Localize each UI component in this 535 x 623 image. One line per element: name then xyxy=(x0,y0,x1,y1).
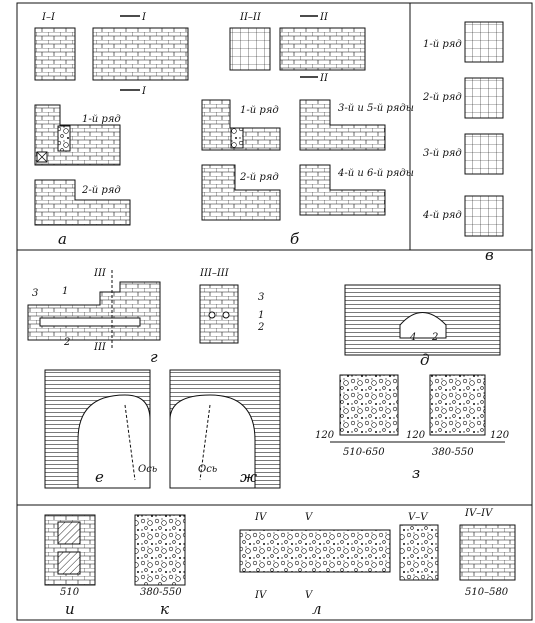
dim-z-120-mid: 120 xyxy=(406,430,426,441)
panel-v: 1-й ряд 2-й ряд 3-й ряд 4-й ряд в xyxy=(422,21,504,264)
panel-e: Ось е xyxy=(44,369,157,489)
arch-opening-e xyxy=(77,394,151,489)
plan-b-row2 xyxy=(201,164,281,221)
dim-z-120-left: 120 xyxy=(315,430,335,441)
panel-letter-d: д xyxy=(420,351,430,369)
panel-l: IV V IV V V–V IV–IV 510–580 л xyxy=(239,508,516,618)
cut-mark-a-top: I xyxy=(141,12,147,23)
axis-label-e: Ось xyxy=(138,464,157,475)
section-g-wall xyxy=(199,284,239,344)
panel-letter-zh: ж xyxy=(240,468,257,486)
panel-zh: Ось ж xyxy=(169,369,281,489)
callout-g-3: 3 xyxy=(32,288,38,299)
panel-letter-k: к xyxy=(160,600,169,618)
wall-l-plan xyxy=(239,529,391,573)
dim-l: 510–580 xyxy=(465,587,509,598)
callout-g-2: 2 xyxy=(63,337,70,348)
lintel-wall-g xyxy=(27,281,161,341)
pier-v-row2 xyxy=(464,77,504,119)
cut-mark-l-IV-bottom: IV xyxy=(254,590,268,601)
plan-a-row2 xyxy=(34,179,131,226)
label-b-row46: 4-й и 6-й ряды xyxy=(337,168,414,179)
cut-mark-l-V-top: V xyxy=(305,512,314,523)
plan-b-row1 xyxy=(201,99,281,151)
pier-v-row1 xyxy=(464,21,504,63)
section-l-V xyxy=(399,524,439,581)
section-label-l-IV: IV–IV xyxy=(464,508,494,519)
dim-z-120-right: 120 xyxy=(490,430,510,441)
panel-a: I–I I I 1-й ряд 2-й ряд а xyxy=(34,12,189,248)
panel-g: III III 3 1 2 г III–III 3 1 2 xyxy=(27,268,264,366)
label-v-row3: 3-й ряд xyxy=(423,148,462,159)
panel-letter-v: в xyxy=(485,246,494,264)
callout-g-1: 1 xyxy=(62,286,68,297)
cut-mark-l-IV-top: IV xyxy=(254,512,268,523)
panel-letter-z: з xyxy=(412,464,420,482)
callout-d-2: 2 xyxy=(431,332,438,343)
flat-arch-opening-d xyxy=(399,312,447,339)
panel-letter-l: л xyxy=(312,600,322,618)
panel-letter-e: е xyxy=(95,468,104,486)
dim-z-left: 510-650 xyxy=(343,447,385,458)
panel-i: 510 и xyxy=(44,514,96,618)
dim-k: 380-550 xyxy=(140,587,182,598)
panel-z: 120 120 120 510-650 380-550 з xyxy=(315,374,510,482)
pier-z-left xyxy=(339,374,399,436)
pier-z-right xyxy=(429,374,486,436)
section-b-wall xyxy=(229,27,271,71)
section-callout-g-2: 2 xyxy=(257,322,264,333)
plan-b-row35 xyxy=(299,99,386,151)
section-label-g: III–III xyxy=(199,268,230,279)
label-v-row4: 4-й ряд xyxy=(422,210,462,221)
panel-letter-g: г xyxy=(150,348,158,366)
section-callout-g-1: 1 xyxy=(258,310,264,321)
panel-letter-b: б xyxy=(290,230,300,248)
pier-v-row4 xyxy=(464,195,504,237)
plan-b-row46 xyxy=(299,164,386,216)
elevation-a-wall xyxy=(92,27,189,81)
section-label-a: I–I xyxy=(41,12,56,23)
wall-k xyxy=(134,514,186,586)
label-b-row35: 3-й и 5-й ряды xyxy=(338,103,414,114)
panel-b: II–II II II 1-й ряд 2-й ряд 3-й и 5-й ря… xyxy=(201,12,414,248)
elevation-b-wall xyxy=(279,27,366,71)
label-v-row2: 2-й ряд xyxy=(422,92,462,103)
section-callout-g-3: 3 xyxy=(258,292,264,303)
cut-mark-b-bottom: II xyxy=(319,73,329,84)
section-a-wall xyxy=(34,27,76,81)
section-l-IV xyxy=(459,524,516,581)
label-a-row1: 1-й ряд xyxy=(82,114,121,125)
label-v-row1: 1-й ряд xyxy=(423,39,462,50)
section-label-b: II–II xyxy=(239,12,262,23)
panel-letter-i: и xyxy=(65,600,75,618)
dim-i: 510 xyxy=(60,587,80,598)
arch-opening-zh xyxy=(169,394,256,489)
label-a-row2: 2-й ряд xyxy=(81,185,121,196)
panel-letter-a: а xyxy=(58,230,67,248)
outer-frame xyxy=(16,2,533,621)
panel-k: 380-550 к xyxy=(134,514,186,618)
lintel-beam-g xyxy=(39,317,141,327)
pier-v-row3 xyxy=(464,133,504,175)
label-b-row1: 1-й ряд xyxy=(240,105,279,116)
cut-mark-g-top: III xyxy=(93,268,107,279)
cut-mark-g-bottom: III xyxy=(93,342,107,353)
axis-label-zh: Ось xyxy=(198,464,217,475)
cut-mark-b-top: II xyxy=(319,12,329,23)
callout-d-4: 4 xyxy=(409,332,416,343)
panel-d: 4 2 д xyxy=(344,284,501,369)
plan-a-row1 xyxy=(34,104,121,166)
section-label-l-V: V–V xyxy=(408,512,429,523)
cut-mark-a-bottom: I xyxy=(141,86,147,97)
cut-mark-l-V-bottom: V xyxy=(305,590,314,601)
dim-z-right: 380-550 xyxy=(432,447,474,458)
label-b-row2: 2-й ряд xyxy=(239,172,279,183)
